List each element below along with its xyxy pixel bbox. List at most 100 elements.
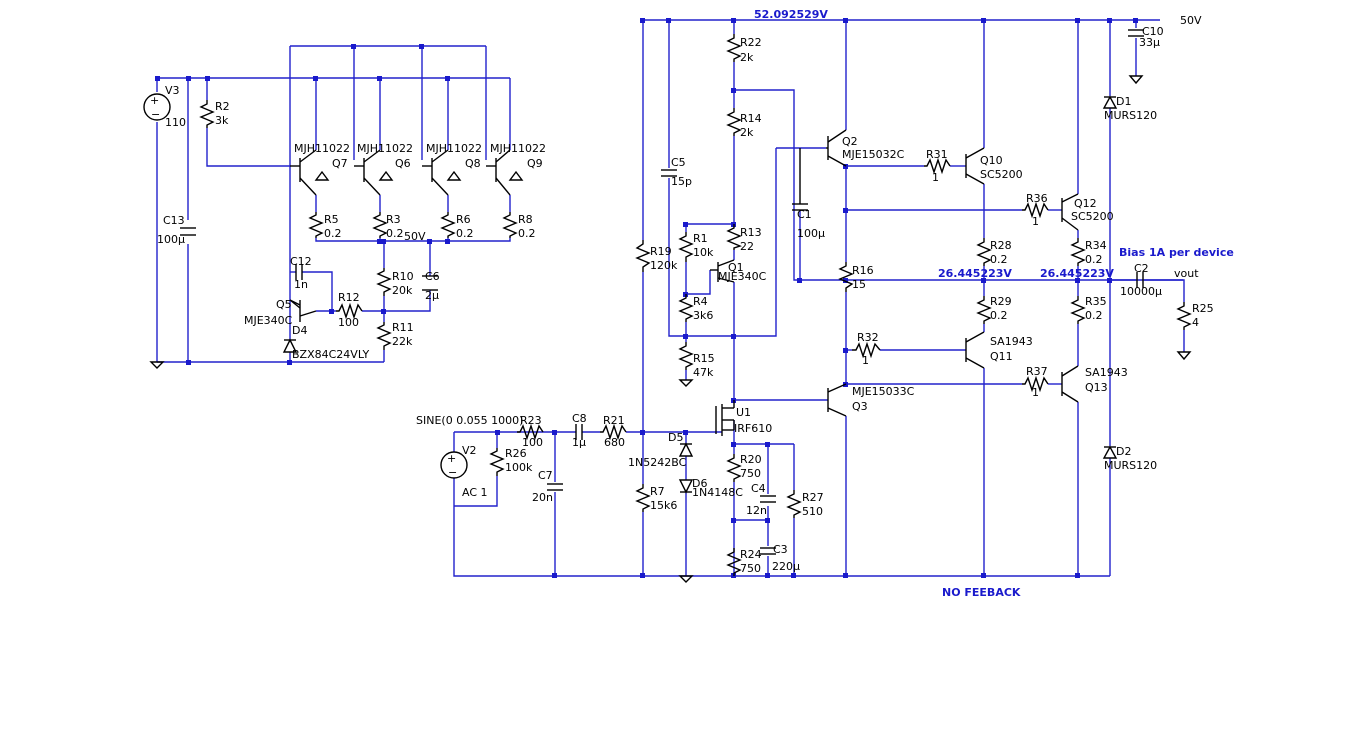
- r21-value: 680: [604, 436, 625, 449]
- c7-value: 20n: [532, 491, 553, 504]
- r13-ref: R13: [740, 226, 762, 239]
- r1-value: 10k: [693, 246, 714, 259]
- d2-ref: D2: [1116, 445, 1131, 458]
- q5-ref: Q5: [276, 298, 292, 311]
- r29-ref: R29: [990, 295, 1012, 308]
- r3-resistor-icon: [372, 212, 388, 238]
- r21-resistor-icon: [600, 423, 627, 441]
- r26-resistor-icon: [489, 448, 505, 476]
- v2-ref: V2: [462, 444, 477, 457]
- r29-resistor-icon: [976, 296, 992, 324]
- ground-icon: [678, 379, 694, 387]
- vout-label: vout: [1174, 267, 1199, 280]
- c8-capacitor-icon: [575, 424, 583, 440]
- d1-ref: D1: [1116, 95, 1131, 108]
- r1-resistor-icon: [678, 232, 694, 262]
- r29-value: 0.2: [990, 309, 1008, 322]
- c3-ref: C3: [773, 543, 788, 556]
- d6-model: 1N4148C: [692, 486, 743, 499]
- c12-ref: C12: [290, 255, 312, 268]
- c10-value: 33µ: [1139, 36, 1160, 49]
- q5-transistor-icon: [289, 299, 317, 322]
- r35-resistor-icon: [1070, 296, 1086, 324]
- r7-value: 15k6: [650, 499, 677, 512]
- bias-note: Bias 1A per device: [1119, 246, 1234, 259]
- v3-ref: V3: [165, 84, 180, 97]
- r4-resistor-icon: [678, 294, 694, 322]
- r24-value: 750: [740, 562, 761, 575]
- q9-ref: Q9: [527, 157, 543, 170]
- r6-value: 0.2: [456, 227, 474, 240]
- q6-transistor-icon: [354, 149, 394, 196]
- r10-ref: R10: [392, 270, 414, 283]
- r34-value: 0.2: [1085, 253, 1103, 266]
- r16-ref: R16: [852, 264, 874, 277]
- c5-ref: C5: [671, 156, 686, 169]
- r26-value: 100k: [505, 461, 533, 474]
- r34-ref: R34: [1085, 239, 1107, 252]
- c2-ref: C2: [1134, 262, 1149, 275]
- c2-capacitor-icon: [1136, 272, 1144, 288]
- c8-value: 1µ: [572, 436, 586, 449]
- c13-value: 100µ: [157, 233, 185, 246]
- q2-model: MJE15032C: [842, 148, 905, 161]
- r1-ref: R1: [693, 232, 708, 245]
- c3-value: 220µ: [772, 560, 800, 573]
- r2-resistor-icon: [199, 100, 215, 128]
- c5-capacitor-icon: [661, 169, 677, 177]
- q1-ref: Q1: [728, 261, 744, 274]
- r28-ref: R28: [990, 239, 1012, 252]
- ground-icon: [678, 575, 694, 583]
- r36-resistor-icon: [1022, 201, 1049, 219]
- v2-plus-sign: +: [447, 452, 456, 465]
- q3-ref: Q3: [852, 400, 868, 413]
- d5-zener-icon: [678, 442, 694, 457]
- r32-ref: R32: [857, 331, 879, 344]
- ground-icon: [1128, 75, 1144, 85]
- r4-value: 3k6: [693, 309, 713, 322]
- r24-ref: R24: [740, 548, 762, 561]
- q12-ref: Q12: [1074, 197, 1097, 210]
- q13-transistor-icon: [1061, 365, 1079, 403]
- d6-diode-icon: [678, 479, 694, 494]
- mid-50v-label: 50V: [404, 230, 426, 243]
- r16-value: 15: [852, 278, 866, 291]
- c6-ref: C6: [425, 270, 440, 283]
- r20-value: 750: [740, 467, 761, 480]
- r15-value: 47k: [693, 366, 714, 379]
- q10-model: SC5200: [980, 168, 1023, 181]
- r37-value: 1: [1032, 386, 1039, 399]
- q12-transistor-icon: [1061, 193, 1079, 231]
- q3-transistor-icon: [827, 383, 847, 417]
- q13-ref: Q13: [1085, 381, 1108, 394]
- output-voltage-readout-b: 26.445223V: [1040, 267, 1114, 280]
- r12-value: 100: [338, 316, 359, 329]
- r5-resistor-icon: [308, 212, 324, 238]
- r16-resistor-icon: [838, 262, 854, 292]
- q3-model: MJE15033C: [852, 385, 915, 398]
- wires: [156, 19, 1185, 577]
- r6-resistor-icon: [440, 212, 456, 238]
- r11-value: 22k: [392, 335, 413, 348]
- r8-value: 0.2: [518, 227, 536, 240]
- output-voltage-readout-a: 26.445223V: [938, 267, 1012, 280]
- r22-value: 2k: [740, 51, 754, 64]
- d4-model: BZX84C24VLY: [292, 348, 369, 361]
- q10-ref: Q10: [980, 154, 1003, 167]
- labels: V3 110 R2 3k C13 100µ MJH11022 Q7 MJH110…: [157, 8, 1234, 599]
- q1-model: MJE340C: [718, 270, 767, 283]
- r28-resistor-icon: [976, 238, 992, 266]
- r27-value: 510: [802, 505, 823, 518]
- d1-diode-icon: [1102, 95, 1118, 109]
- r7-ref: R7: [650, 485, 665, 498]
- r35-value: 0.2: [1085, 309, 1103, 322]
- r5-ref: R5: [324, 213, 339, 226]
- r10-resistor-icon: [376, 268, 392, 296]
- r23-ref: R23: [520, 414, 542, 427]
- r7-resistor-icon: [635, 484, 651, 512]
- r35-ref: R35: [1085, 295, 1107, 308]
- r23-value: 100: [522, 436, 543, 449]
- r31-value: 1: [932, 171, 939, 184]
- q8-ref: Q8: [465, 157, 481, 170]
- r6-ref: R6: [456, 213, 471, 226]
